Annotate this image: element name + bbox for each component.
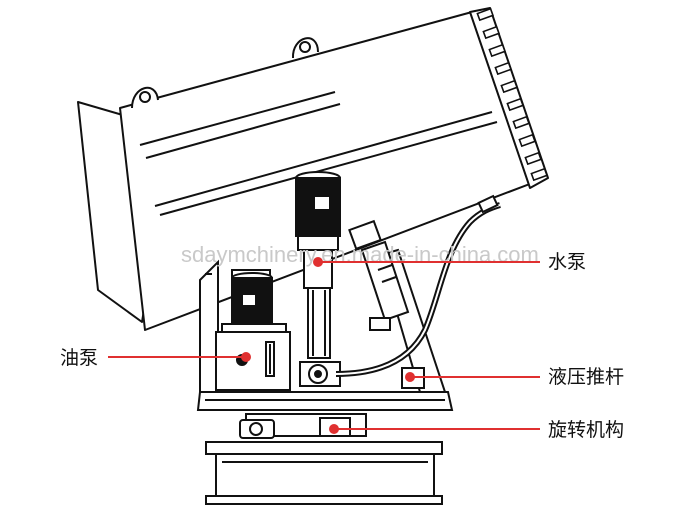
callout-rotation-mechanism: 旋转机构 — [329, 419, 624, 441]
water-pump-flange-icon — [299, 361, 341, 387]
label-rotation-mechanism: 旋转机构 — [548, 419, 624, 441]
label-water-pump: 水泵 — [548, 251, 586, 273]
callout-oil-pump: 油泵 — [60, 347, 251, 369]
label-oil-pump: 油泵 — [60, 347, 98, 369]
lifting-lug-left — [131, 86, 159, 109]
rotation-gear-icon — [239, 419, 275, 439]
callout-hydraulic-push-rod: 液压推杆 — [405, 366, 624, 388]
oil-pump-motor-icon — [231, 272, 273, 325]
water-pump-motor-icon — [295, 171, 341, 251]
water-pump — [295, 171, 341, 387]
lifting-lug-right — [291, 37, 319, 59]
callout-dot — [313, 257, 323, 267]
callout-water-pump: 水泵 — [313, 251, 586, 273]
watermark-text: sdaymchinery.en.made-in-china.com — [181, 242, 539, 267]
nozzle-row — [476, 7, 548, 182]
callout-dot — [241, 352, 251, 362]
turntable-base — [196, 391, 454, 505]
callout-dot — [405, 372, 415, 382]
oil-pump — [215, 269, 291, 391]
callout-dot — [329, 424, 339, 434]
label-hydraulic-push-rod: 液压推杆 — [548, 366, 624, 388]
